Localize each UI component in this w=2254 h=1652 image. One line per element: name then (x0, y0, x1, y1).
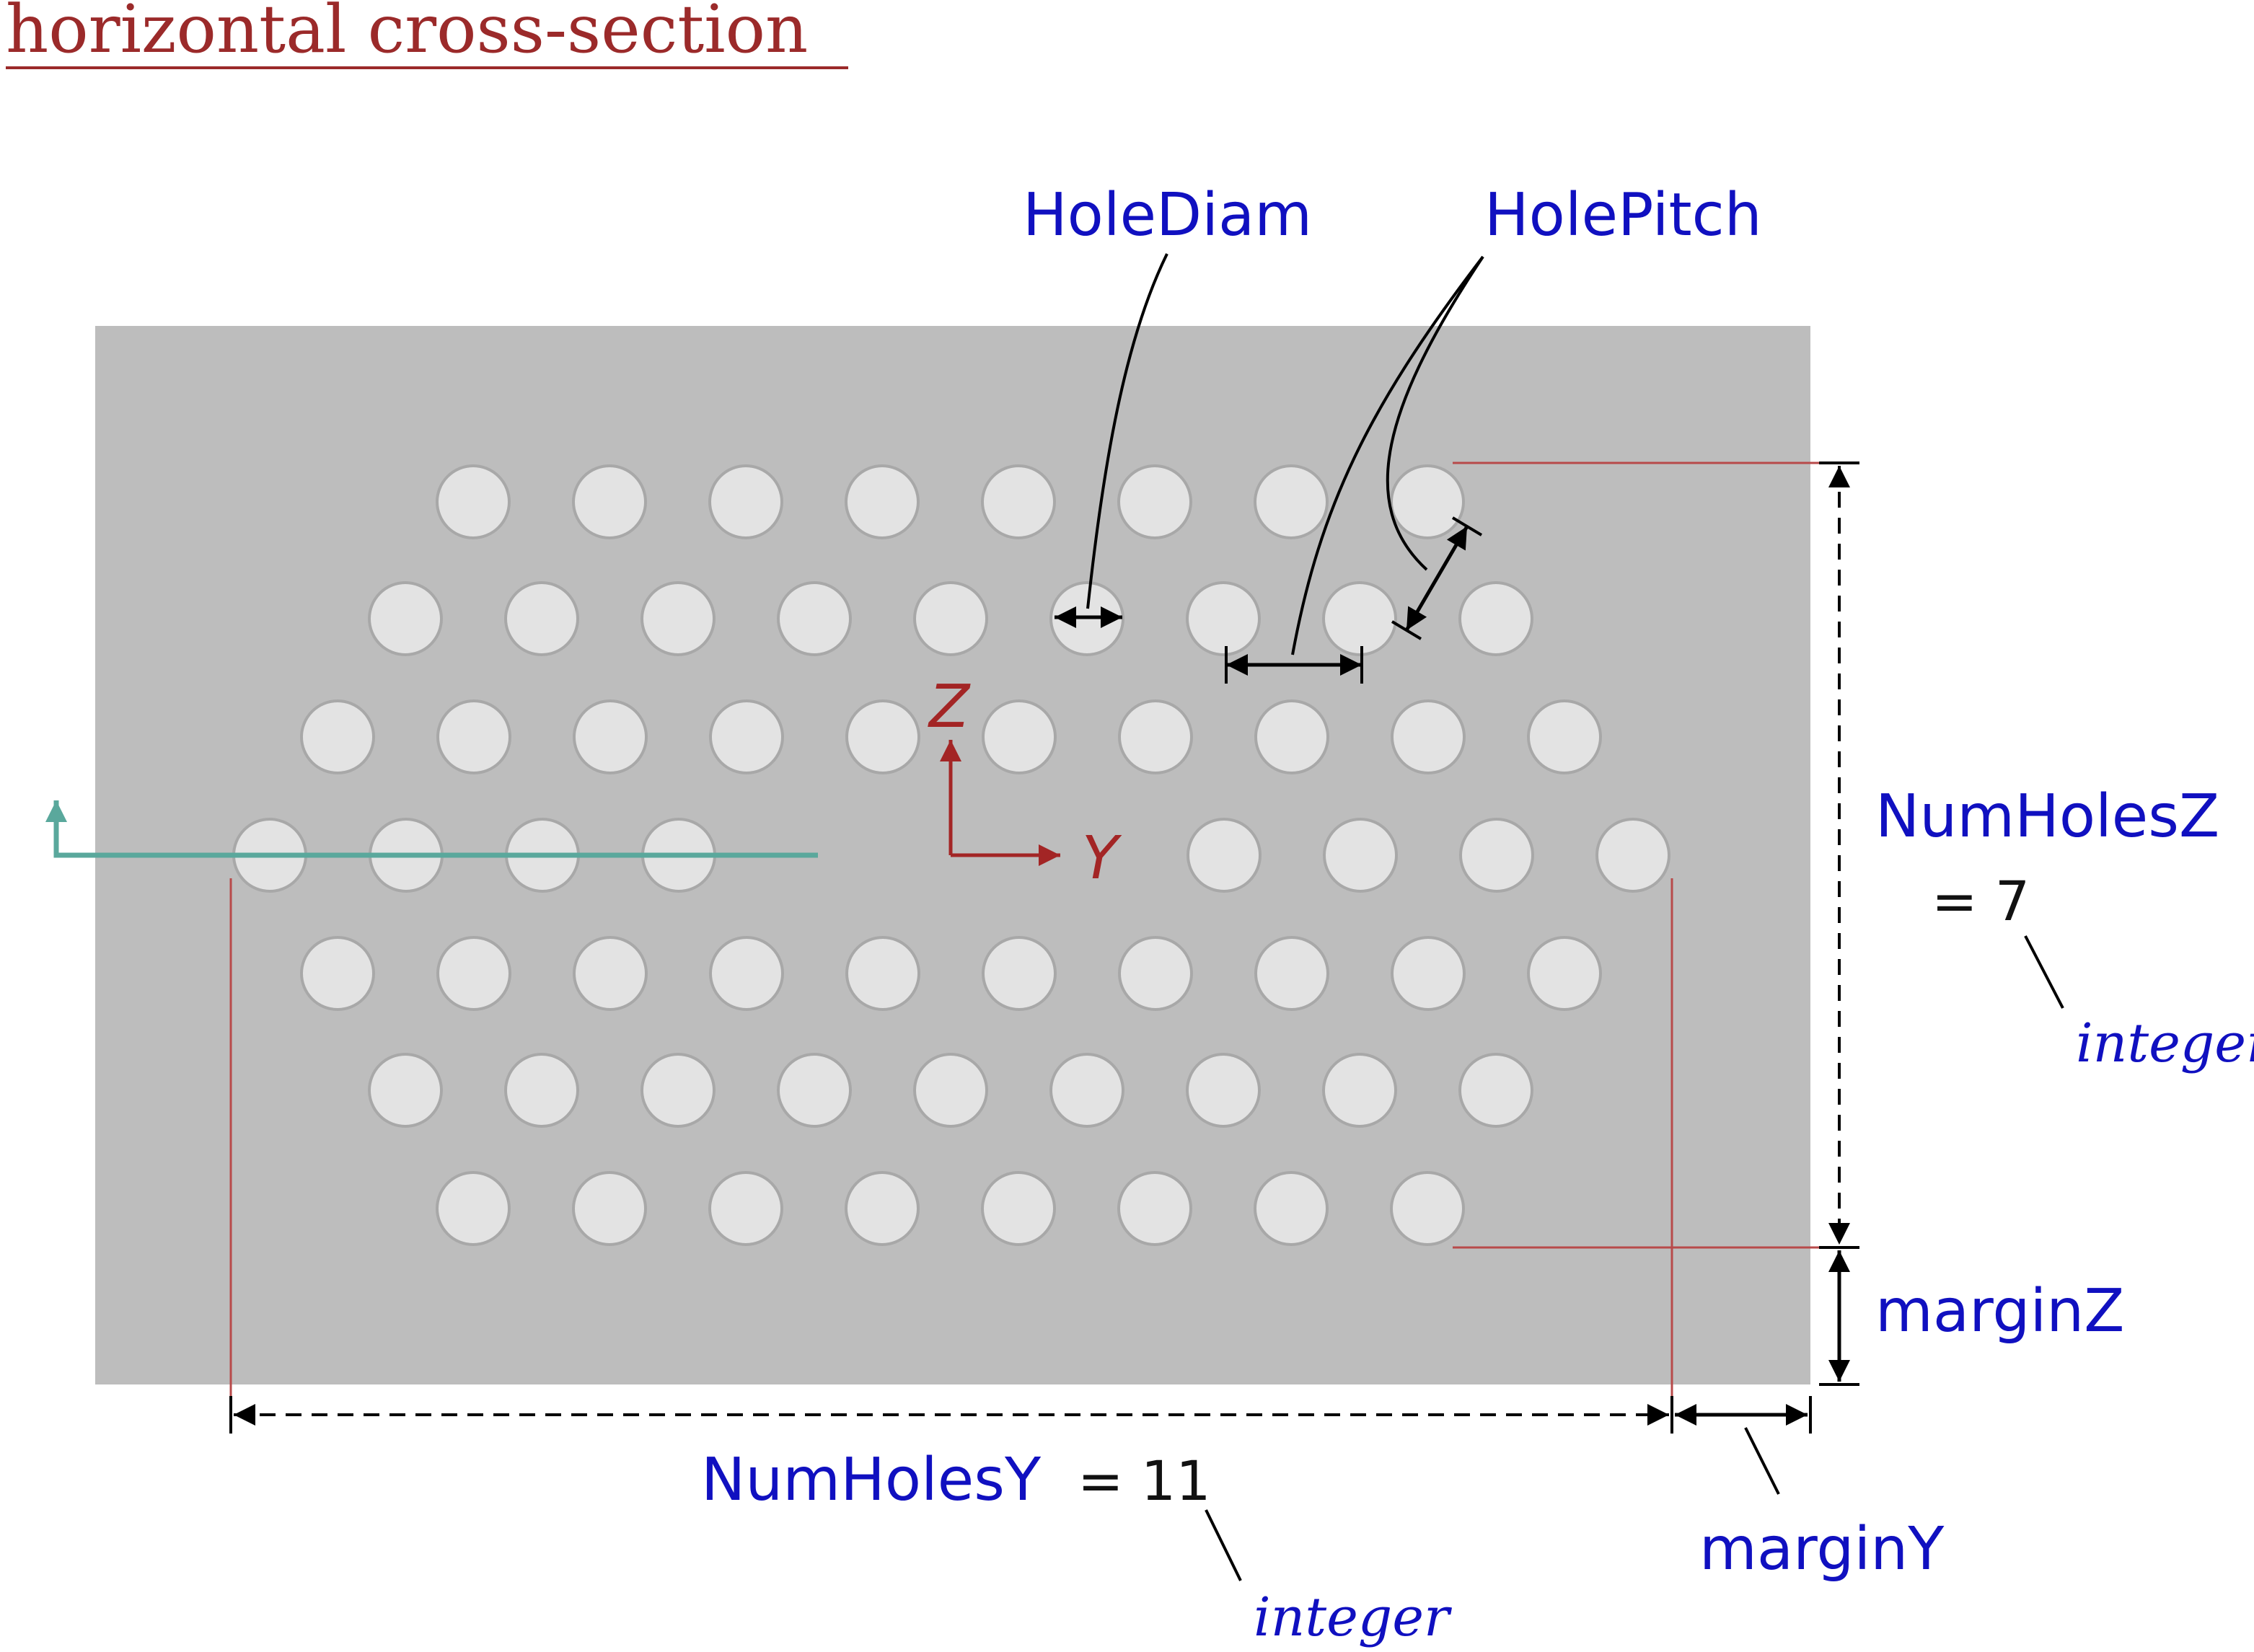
num-holes-z-type: integer (2076, 1012, 2254, 1074)
hole (504, 581, 579, 656)
hole (1118, 699, 1193, 774)
section-arrow (45, 800, 818, 858)
coordinate-axes: Z Y (928, 673, 1122, 893)
hole (913, 1053, 988, 1128)
num-holes-z-value: = 7 (1932, 869, 2030, 933)
hole (1117, 1171, 1192, 1246)
hole (573, 936, 648, 1011)
hole (777, 581, 852, 656)
hole-pitch-annotation: HolePitch (1225, 181, 1762, 684)
hole (982, 936, 1057, 1011)
hole (1458, 581, 1533, 656)
num-holes-y-annotation: NumHolesY = 11 integer (229, 1396, 1669, 1648)
hole (300, 699, 375, 774)
hole-array (232, 464, 1670, 1246)
hole (1186, 1053, 1261, 1128)
hole (981, 1171, 1056, 1246)
hole (709, 936, 784, 1011)
hole (1391, 699, 1466, 774)
hole (1459, 818, 1534, 893)
hole (1118, 936, 1193, 1011)
hole (845, 936, 920, 1011)
margin-y-annotation: marginY (1670, 1396, 1945, 1583)
hole (1187, 818, 1262, 893)
hole (1322, 1053, 1397, 1128)
y-axis-label: Y (1082, 824, 1122, 893)
hole (1254, 699, 1329, 774)
hole (572, 1171, 647, 1246)
num-holes-z-annotation: NumHolesZ = 7 integer (1819, 461, 2254, 1249)
margin-z-annotation: marginZ (1819, 1250, 2124, 1386)
hole (708, 1171, 783, 1246)
hole (1527, 936, 1602, 1011)
hole (1254, 464, 1329, 539)
hole (845, 1171, 920, 1246)
hole (572, 464, 647, 539)
hole (436, 464, 511, 539)
margin-y-label: marginY (1699, 1515, 1945, 1583)
hole-pitch-dimension-diagonal (1404, 525, 1469, 632)
num-holes-y-type: integer (1254, 1586, 1453, 1648)
hole (1595, 818, 1670, 893)
hole (709, 699, 784, 774)
num-holes-y-value: = 11 (1078, 1449, 1211, 1513)
hole (777, 1053, 852, 1128)
hole (573, 699, 648, 774)
hole (1254, 1171, 1329, 1246)
hole (845, 464, 920, 539)
hole (845, 699, 920, 774)
diagram-title: horizontal cross-section (6, 0, 808, 68)
num-holes-z-label: NumHolesZ (1875, 782, 2219, 851)
hole (436, 936, 511, 1011)
hole-diam-label: HoleDiam (1023, 181, 1312, 249)
hole (436, 699, 511, 774)
hole (1458, 1053, 1533, 1128)
hole (1186, 581, 1261, 656)
hole (368, 581, 443, 656)
hole (1049, 1053, 1124, 1128)
z-axis-label: Z (928, 673, 971, 741)
hole (436, 1171, 511, 1246)
num-holes-y-label: NumHolesY (701, 1446, 1042, 1514)
hole (1117, 464, 1192, 539)
hole (1390, 1171, 1465, 1246)
hole-pitch-label: HolePitch (1484, 181, 1762, 249)
hole (708, 464, 783, 539)
hole (1390, 464, 1465, 539)
hole (981, 464, 1056, 539)
hole (368, 1053, 443, 1128)
hole (1254, 936, 1329, 1011)
hole (640, 1053, 716, 1128)
reference-lines (229, 461, 1841, 1428)
hole (1527, 699, 1602, 774)
hole (1323, 818, 1398, 893)
hole (982, 699, 1057, 774)
hole (300, 936, 375, 1011)
hole (1322, 581, 1397, 656)
hole (640, 581, 716, 656)
hole-diam-annotation: HoleDiam (1023, 181, 1312, 628)
hole (1391, 936, 1466, 1011)
margin-z-label: marginZ (1875, 1277, 2124, 1346)
hole (913, 581, 988, 656)
hole (504, 1053, 579, 1128)
